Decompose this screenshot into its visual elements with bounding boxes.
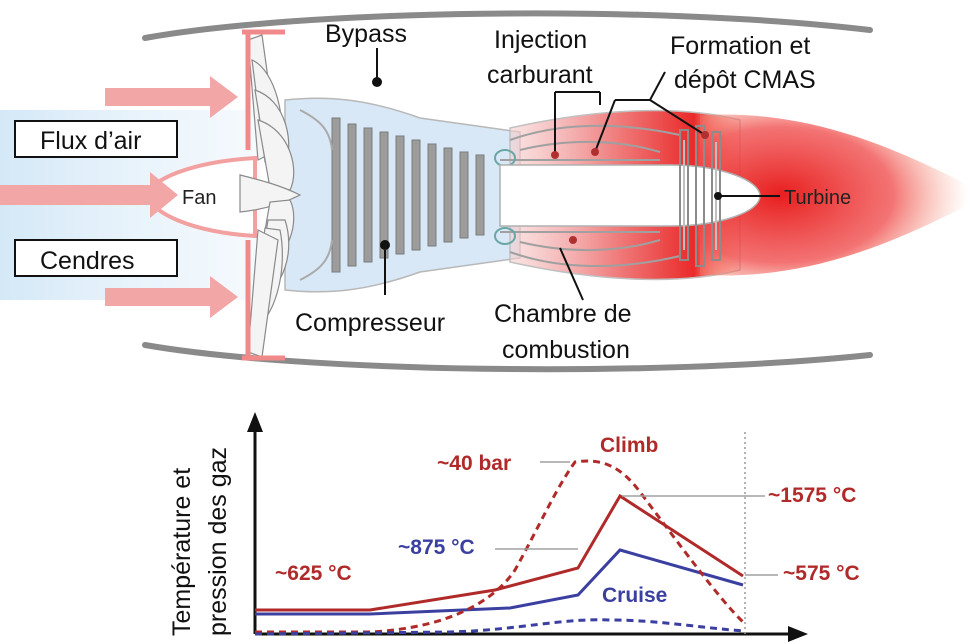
profile-leaders xyxy=(495,461,778,576)
nacelle-top xyxy=(142,10,873,41)
arrow-lower xyxy=(105,276,238,318)
cruise-label: Cruise xyxy=(602,584,667,607)
pressure-value-label: ~40 bar xyxy=(437,452,511,475)
fan-frame xyxy=(242,29,285,361)
profile-ylabel-line2: pression des gaz xyxy=(204,447,232,636)
engine-cross-section: Bypass Injection carburant Formation et … xyxy=(0,10,968,373)
compressor-label: Compresseur xyxy=(295,309,445,337)
cruise-peak-temperature-label: ~875 °C xyxy=(398,536,475,559)
arrow-middle xyxy=(0,172,178,218)
cmas-marker-1 xyxy=(591,148,599,156)
profile-axes xyxy=(247,412,808,642)
chamber-label-line1: Chambre de xyxy=(494,300,632,328)
arrow-upper xyxy=(105,76,238,118)
cmas-marker-2 xyxy=(701,131,709,139)
climb-pressure-curve xyxy=(255,459,745,634)
injection-marker xyxy=(551,151,559,159)
fan-blades xyxy=(239,34,302,358)
climb-peak-temperature-label: ~1575 °C xyxy=(768,484,856,507)
temperature-pressure-profile: Température et pression des gaz Climb Cr… xyxy=(168,412,860,642)
cmas-label-line1: Formation et xyxy=(670,32,810,60)
compressor-stages xyxy=(331,117,485,273)
exit-temperature-label: ~575 °C xyxy=(783,562,860,585)
exhaust-plume xyxy=(700,114,968,276)
airflow-label: Flux d’air xyxy=(40,127,141,155)
climb-label: Climb xyxy=(600,434,658,457)
chamber-marker xyxy=(569,236,577,244)
bypass-label: Bypass xyxy=(325,20,407,48)
chamber-label-line2: combustion xyxy=(502,336,630,364)
leader-lines xyxy=(376,48,780,301)
fan-label: Fan xyxy=(182,187,216,209)
profile-ylabel-line1: Température et xyxy=(168,468,196,636)
turbine-label: Turbine xyxy=(784,187,851,209)
compressor-outline xyxy=(299,109,333,281)
cruise-temperature-curve xyxy=(255,548,744,616)
turbine-marker xyxy=(714,192,722,200)
ash-label-box xyxy=(14,239,178,277)
bypass-marker xyxy=(372,77,382,87)
inlet-arrows xyxy=(0,76,238,318)
injection-label-line1: Injection xyxy=(494,26,587,54)
inlet-temperature-label: ~625 °C xyxy=(275,562,352,585)
cmas-label-line2: dépôt CMAS xyxy=(674,66,816,94)
compressor-marker xyxy=(380,240,390,250)
cruise-pressure-curve xyxy=(254,618,746,636)
climb-temperature-curve xyxy=(255,493,744,612)
ash-label: Cendres xyxy=(40,247,135,275)
combustor xyxy=(494,124,681,267)
injection-label-line2: carburant xyxy=(487,61,593,89)
airflow-label-box xyxy=(14,120,178,158)
nacelle-bottom xyxy=(142,342,873,373)
turbine-blades xyxy=(679,125,721,267)
